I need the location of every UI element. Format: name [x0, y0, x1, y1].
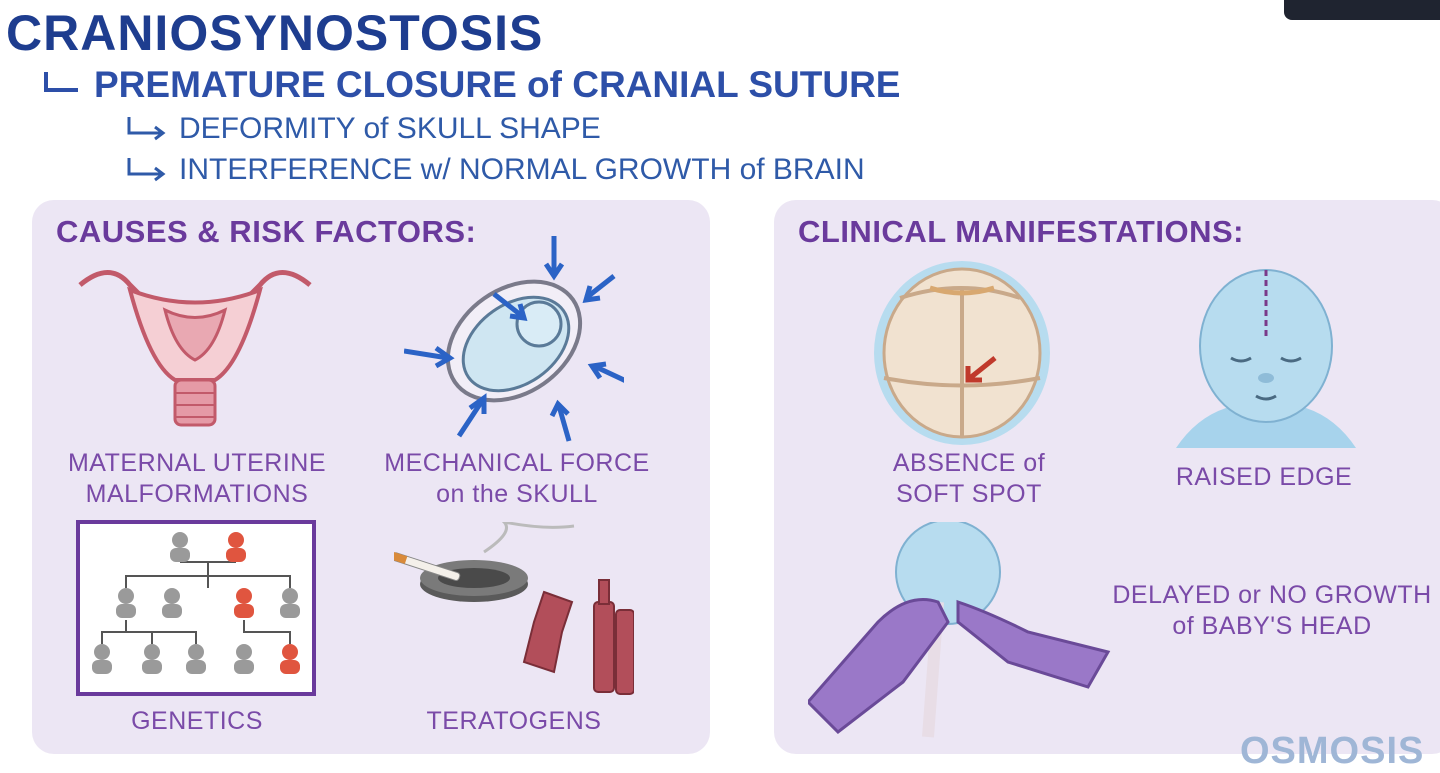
effect-line: DEFORMITY of SKULL SHAPE	[125, 112, 601, 146]
baby-head-icon	[1176, 268, 1356, 463]
caption-line: on the SKULL	[436, 480, 598, 508]
window-control-chip[interactable]	[1284, 0, 1440, 20]
fetus-compression-icon	[403, 236, 628, 451]
cigarette-alcohol-icon	[391, 519, 635, 707]
caption-line: SOFT SPOT	[896, 480, 1042, 508]
caption-line: ABSENCE of	[892, 449, 1046, 477]
pedigree-chart-icon	[76, 520, 316, 701]
caption-line: of BABY'S HEAD	[1172, 612, 1372, 640]
skull-top-icon	[870, 258, 1055, 453]
definition-text: PREMATURE CLOSURE of CRANIAL SUTURE	[94, 64, 901, 105]
page-title: CRANIOSYNOSTOSIS	[6, 5, 544, 61]
manifestations-title: CLINICAL MANIFESTATIONS:	[798, 214, 1244, 249]
caption-growth: DELAYED or NO GROWTH of BABY'S HEAD	[1092, 580, 1440, 642]
uterus-icon	[70, 255, 320, 440]
caption-genetics: GENETICS	[131, 707, 263, 735]
caption-line: DELAYED or NO GROWTH	[1112, 581, 1432, 609]
caption-line: MALFORMATIONS	[85, 480, 309, 508]
effect-text: DEFORMITY of SKULL SHAPE	[179, 112, 601, 145]
definition-line: PREMATURE CLOSURE of CRANIAL SUTURE	[42, 64, 900, 106]
brand-logo: OSMOSIS	[1240, 730, 1425, 772]
caption-line: MATERNAL UTERINE	[67, 449, 327, 477]
branch-icon	[42, 70, 82, 100]
head-measurement-icon	[805, 519, 1118, 747]
causes-title: CAUSES & RISK FACTORS:	[56, 214, 477, 249]
effect-line: INTERFERENCE w/ NORMAL GROWTH of BRAIN	[125, 153, 865, 187]
caption-uterine: MATERNAL UTERINE MALFORMATIONS	[52, 448, 342, 510]
effect-text: INTERFERENCE w/ NORMAL GROWTH of BRAIN	[179, 153, 865, 186]
caption-teratogens: TERATOGENS	[426, 707, 602, 735]
caption-mechanical: MECHANICAL FORCE on the SKULL	[367, 448, 667, 510]
caption-line: MECHANICAL FORCE	[384, 449, 650, 477]
caption-soft-spot: ABSENCE of SOFT SPOT	[859, 448, 1079, 510]
manifestations-panel: CLINICAL MANIFESTATIONS: ABSENCE of SOFT…	[774, 200, 1440, 754]
causes-panel: CAUSES & RISK FACTORS: MATERNAL UTERINE …	[32, 200, 710, 754]
arrow-icon	[125, 115, 169, 143]
caption-raised-edge: RAISED EDGE	[1175, 463, 1353, 491]
arrow-icon	[125, 156, 169, 184]
